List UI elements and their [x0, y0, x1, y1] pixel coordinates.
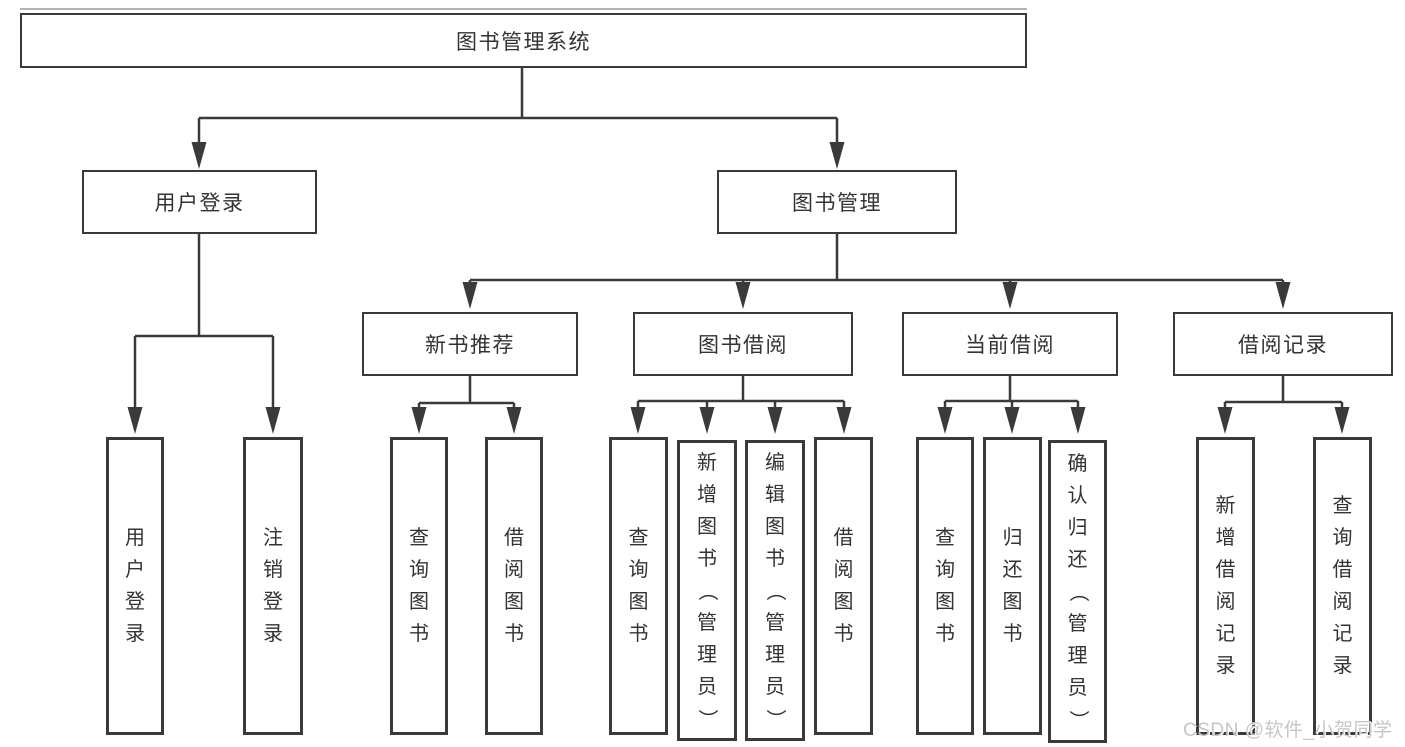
node-leaf-logout: 注销登录 — [243, 437, 303, 735]
arrow-down-icon — [829, 142, 845, 169]
arrow-down-icon — [735, 282, 751, 309]
node-root-system: 图书管理系统 — [20, 13, 1027, 68]
node-leaf-add-borrow-record: 新增借阅记录 — [1196, 437, 1255, 735]
node-leaf-borrow-books-recommend: 借阅图书 — [485, 437, 543, 735]
node-leaf-confirm-return-admin: 确认归还（管理员） — [1048, 440, 1107, 743]
node-book-management: 图书管理 — [717, 170, 957, 234]
arrow-down-icon — [1002, 282, 1018, 309]
arrow-down-icon — [1070, 407, 1086, 434]
node-leaf-borrow-books: 借阅图书 — [814, 437, 873, 735]
node-leaf-query-books-current: 查询图书 — [916, 437, 974, 735]
node-leaf-edit-books-admin: 编辑图书（管理员） — [745, 440, 805, 741]
arrow-down-icon — [127, 407, 143, 434]
node-user-login: 用户登录 — [82, 170, 317, 234]
arrow-down-icon — [1217, 407, 1233, 434]
node-leaf-query-books-recommend: 查询图书 — [390, 437, 448, 735]
arrow-down-icon — [506, 407, 522, 434]
node-leaf-user-login: 用户登录 — [106, 437, 164, 735]
node-leaf-add-books-admin: 新增图书（管理员） — [677, 440, 737, 741]
node-leaf-query-books-borrowing: 查询图书 — [609, 437, 668, 735]
arrow-down-icon — [462, 282, 478, 309]
arrow-down-icon — [699, 407, 715, 434]
arrow-down-icon — [767, 407, 783, 434]
arrow-down-icon — [265, 407, 281, 434]
csdn-watermark: CSDN @软件_小贺同学 — [1183, 720, 1393, 741]
arrow-down-icon — [1334, 407, 1350, 434]
arrow-down-icon — [1275, 282, 1291, 309]
arrowheads-group — [127, 142, 1350, 434]
node-current-borrowing: 当前借阅 — [902, 312, 1118, 376]
node-new-book-recommendation: 新书推荐 — [362, 312, 578, 376]
arrow-down-icon — [836, 407, 852, 434]
arrow-down-icon — [630, 407, 646, 434]
arrow-down-icon — [1004, 407, 1020, 434]
arrow-down-icon — [191, 142, 207, 169]
top-gray-line — [20, 8, 1027, 10]
arrow-down-icon — [937, 407, 953, 434]
arrow-down-icon — [411, 407, 427, 434]
node-book-borrowing: 图书借阅 — [633, 312, 853, 376]
node-leaf-query-borrow-record: 查询借阅记录 — [1313, 437, 1372, 735]
node-borrowing-records: 借阅记录 — [1173, 312, 1393, 376]
node-leaf-return-books: 归还图书 — [983, 437, 1042, 735]
